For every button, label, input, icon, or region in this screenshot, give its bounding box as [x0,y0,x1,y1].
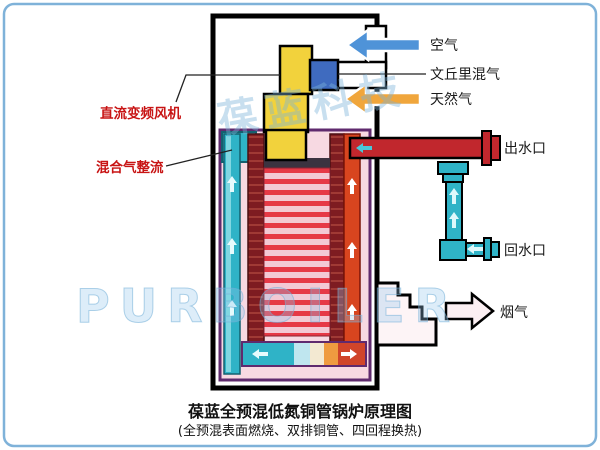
label-mixed-gas-rectifier: 混合气整流 [96,159,164,176]
flue-duct-steps [375,281,438,347]
bottom-flow-segment [242,342,294,366]
return-pipe-elbow [439,239,467,261]
bottom-flow-segment [324,342,338,366]
return-pipe-collar [442,173,464,183]
return-pipe-flange [437,161,469,175]
bottom-flow-segment [310,342,324,366]
fan-housing-lower [264,128,308,162]
label-flue-gas: 烟气 [500,305,528,321]
outlet-pipe-flange [490,135,501,161]
bottom-flow-segment [294,342,310,366]
bottom-flow-outline [241,341,367,367]
copper-tube-coil [263,167,331,337]
label-water-outlet: 出水口 [504,141,546,157]
label-natural-gas: 天然气 [430,91,472,108]
return-pipe-coupling [490,241,500,258]
return-pipe-assembly [437,161,500,261]
leader-line-rectifier [165,149,233,167]
label-dc-inverter-fan: 直流变频风机 [100,105,181,122]
flue-gas-arrow [444,291,495,331]
diagram-subtitle: (全预混表面燃烧、双排铜管、四回程换热) [178,423,422,439]
fan-housing-top [278,44,314,96]
leader-line-fan [175,74,280,103]
air-intake-pipe-horizontal [334,60,388,90]
water-channel-highlight [226,136,231,372]
venturi-mixer-block [308,58,340,92]
outlet-pipe-flange [481,130,492,166]
return-pipe-coupling [483,237,492,261]
air-flow-arrow [344,27,422,63]
fan-housing-mid [262,92,310,134]
label-venturi-mixer: 文丘里混气 [430,67,500,83]
gas-flow-arrow [342,81,422,117]
diagram-title: 葆蓝全预混低氮铜管锅炉原理图 [188,402,412,421]
watermark-brand-en: PURBOILER [76,279,460,333]
bottom-flow-header [241,341,367,367]
burner-surface [264,158,330,168]
label-water-return: 回水口 [504,243,546,259]
label-air: 空气 [430,38,458,54]
